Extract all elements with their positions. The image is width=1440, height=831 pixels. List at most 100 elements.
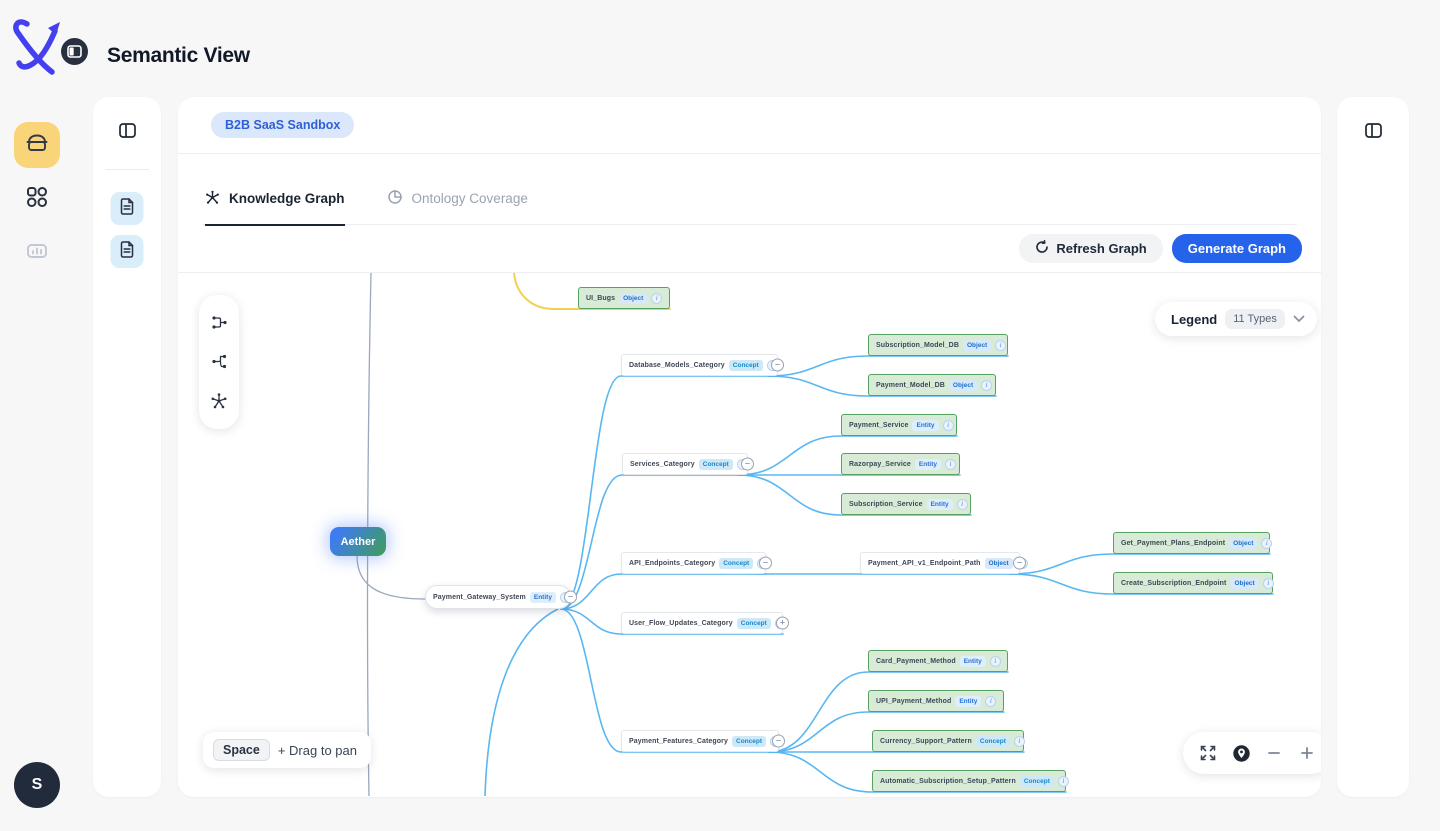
- node-api_endpoints_cat[interactable]: API_Endpoints_CategoryConcepti−: [621, 552, 772, 574]
- sidebar-item-apps[interactable]: [23, 185, 51, 213]
- layout-toolbar: [199, 295, 239, 429]
- info-icon[interactable]: i: [1057, 775, 1069, 787]
- sidebar-item-analytics[interactable]: [23, 239, 51, 267]
- info-icon[interactable]: i: [651, 292, 663, 304]
- info-icon[interactable]: i: [956, 498, 968, 510]
- node-type-badge: Entity: [914, 458, 941, 470]
- left-panel-toggle-icon[interactable]: [116, 119, 138, 141]
- node-label: Payment_Gateway_System: [433, 593, 526, 601]
- node-payment_api_path[interactable]: Payment_API_v1_Endpoint_PathObjecti−: [860, 552, 1028, 574]
- node-db_models_cat[interactable]: Database_Models_CategoryConcepti−: [621, 354, 784, 376]
- ui-bugs-edge: [513, 273, 671, 310]
- layout-radial-button[interactable]: [207, 389, 231, 413]
- info-icon[interactable]: i: [995, 339, 1007, 351]
- node-label: Subscription_Model_DB: [876, 341, 959, 349]
- node-label: Payment_Model_DB: [876, 381, 945, 389]
- node-pgs[interactable]: Payment_Gateway_SystemEntityi−: [425, 585, 577, 609]
- document-item-1[interactable]: [110, 192, 144, 225]
- node-label: Automatic_Subscription_Setup_Pattern: [880, 777, 1016, 785]
- fit-view-button[interactable]: [1194, 739, 1222, 767]
- collapse-icon[interactable]: −: [771, 358, 784, 372]
- collapse-icon[interactable]: −: [564, 590, 577, 604]
- project-badge[interactable]: B2B SaaS Sandbox: [211, 112, 355, 138]
- app-logo-icon: [12, 18, 66, 78]
- node-type-badge: Concept: [975, 735, 1010, 747]
- document-item-2[interactable]: [110, 235, 144, 268]
- node-type-badge: Concept: [719, 557, 754, 569]
- info-icon[interactable]: i: [944, 458, 956, 470]
- expand-icon[interactable]: +: [776, 616, 789, 630]
- node-type-badge: Entity: [529, 591, 556, 603]
- collapse-icon[interactable]: −: [1013, 556, 1026, 570]
- node-type-badge: Concept: [728, 359, 763, 371]
- edge-features_cat-auto_sub_pattern: [768, 751, 1067, 793]
- node-features_cat[interactable]: Payment_Features_CategoryConcepti−: [621, 730, 785, 752]
- info-icon[interactable]: i: [1261, 537, 1273, 549]
- legend-dropdown[interactable]: Legend 11 Types: [1155, 302, 1317, 336]
- node-label: Create_Subscription_Endpoint: [1121, 579, 1227, 587]
- zoom-in-button[interactable]: [1293, 739, 1321, 767]
- node-type-badge: Concept: [698, 458, 733, 470]
- tabs-row: Knowledge Graph Ontology Coverage: [202, 154, 1297, 226]
- refresh-graph-button[interactable]: Refresh Graph: [1019, 234, 1163, 263]
- node-user_flow_cat[interactable]: User_Flow_Updates_CategoryConcepti+: [621, 612, 789, 634]
- layout-tree-branch-button[interactable]: [207, 350, 231, 374]
- node-label: Razorpay_Service: [849, 460, 911, 468]
- tab-knowledge-graph[interactable]: Knowledge Graph: [205, 190, 345, 226]
- aether-root-edge: [356, 555, 426, 600]
- avatar-initial: S: [31, 776, 43, 793]
- collapse-icon[interactable]: −: [772, 734, 785, 748]
- node-label: API_Endpoints_Category: [629, 559, 716, 567]
- tree-branch-icon: [211, 355, 226, 369]
- collapse-icon[interactable]: −: [741, 457, 754, 471]
- edge-services_cat-subscription_service: [737, 474, 972, 516]
- edge-pgs-features_cat: [560, 608, 780, 753]
- node-label: UI_Bugs: [586, 294, 616, 302]
- info-icon[interactable]: i: [1013, 735, 1025, 747]
- collapse-icon[interactable]: −: [759, 556, 772, 570]
- node-services_cat[interactable]: Services_CategoryConcepti−: [622, 453, 754, 475]
- node-aether[interactable]: Aether: [330, 527, 386, 556]
- zoom-out-button[interactable]: [1260, 739, 1288, 767]
- knowledge-graph-icon: [205, 190, 220, 208]
- info-icon[interactable]: i: [1262, 577, 1274, 589]
- user-avatar[interactable]: S: [14, 762, 60, 808]
- layout-tree-right-button[interactable]: [207, 311, 231, 335]
- info-icon[interactable]: i: [989, 655, 1001, 667]
- bar-chart-icon: [25, 239, 49, 268]
- right-panel-toggle-icon[interactable]: [1362, 119, 1384, 141]
- node-type-badge: Entity: [955, 695, 982, 707]
- location-icon: [1232, 744, 1250, 762]
- node-type-badge: Concept: [732, 735, 766, 747]
- app-title: Semantic View: [107, 44, 250, 67]
- expand-icon: [1200, 745, 1216, 761]
- info-icon[interactable]: i: [981, 379, 993, 391]
- node-label: UPI_Payment_Method: [876, 697, 952, 705]
- locate-button[interactable]: [1227, 739, 1255, 767]
- refresh-icon: [1035, 240, 1049, 257]
- header-panel-toggle-icon[interactable]: [61, 38, 88, 65]
- sidebar-item-sandbox[interactable]: [14, 122, 60, 168]
- info-icon[interactable]: i: [985, 695, 997, 707]
- node-type-badge: Entity: [912, 419, 939, 431]
- main-panel: B2B SaaS Sandbox Knowledge Graph: [178, 97, 1321, 797]
- info-icon[interactable]: i: [942, 419, 954, 431]
- generate-graph-button[interactable]: Generate Graph: [1171, 234, 1302, 263]
- node-type-badge: Concept: [1019, 775, 1054, 787]
- tab-ontology-coverage[interactable]: Ontology Coverage: [387, 189, 528, 224]
- tab-label: Knowledge Graph: [229, 191, 345, 206]
- edge-pgs-api_endpoints_cat: [560, 573, 767, 610]
